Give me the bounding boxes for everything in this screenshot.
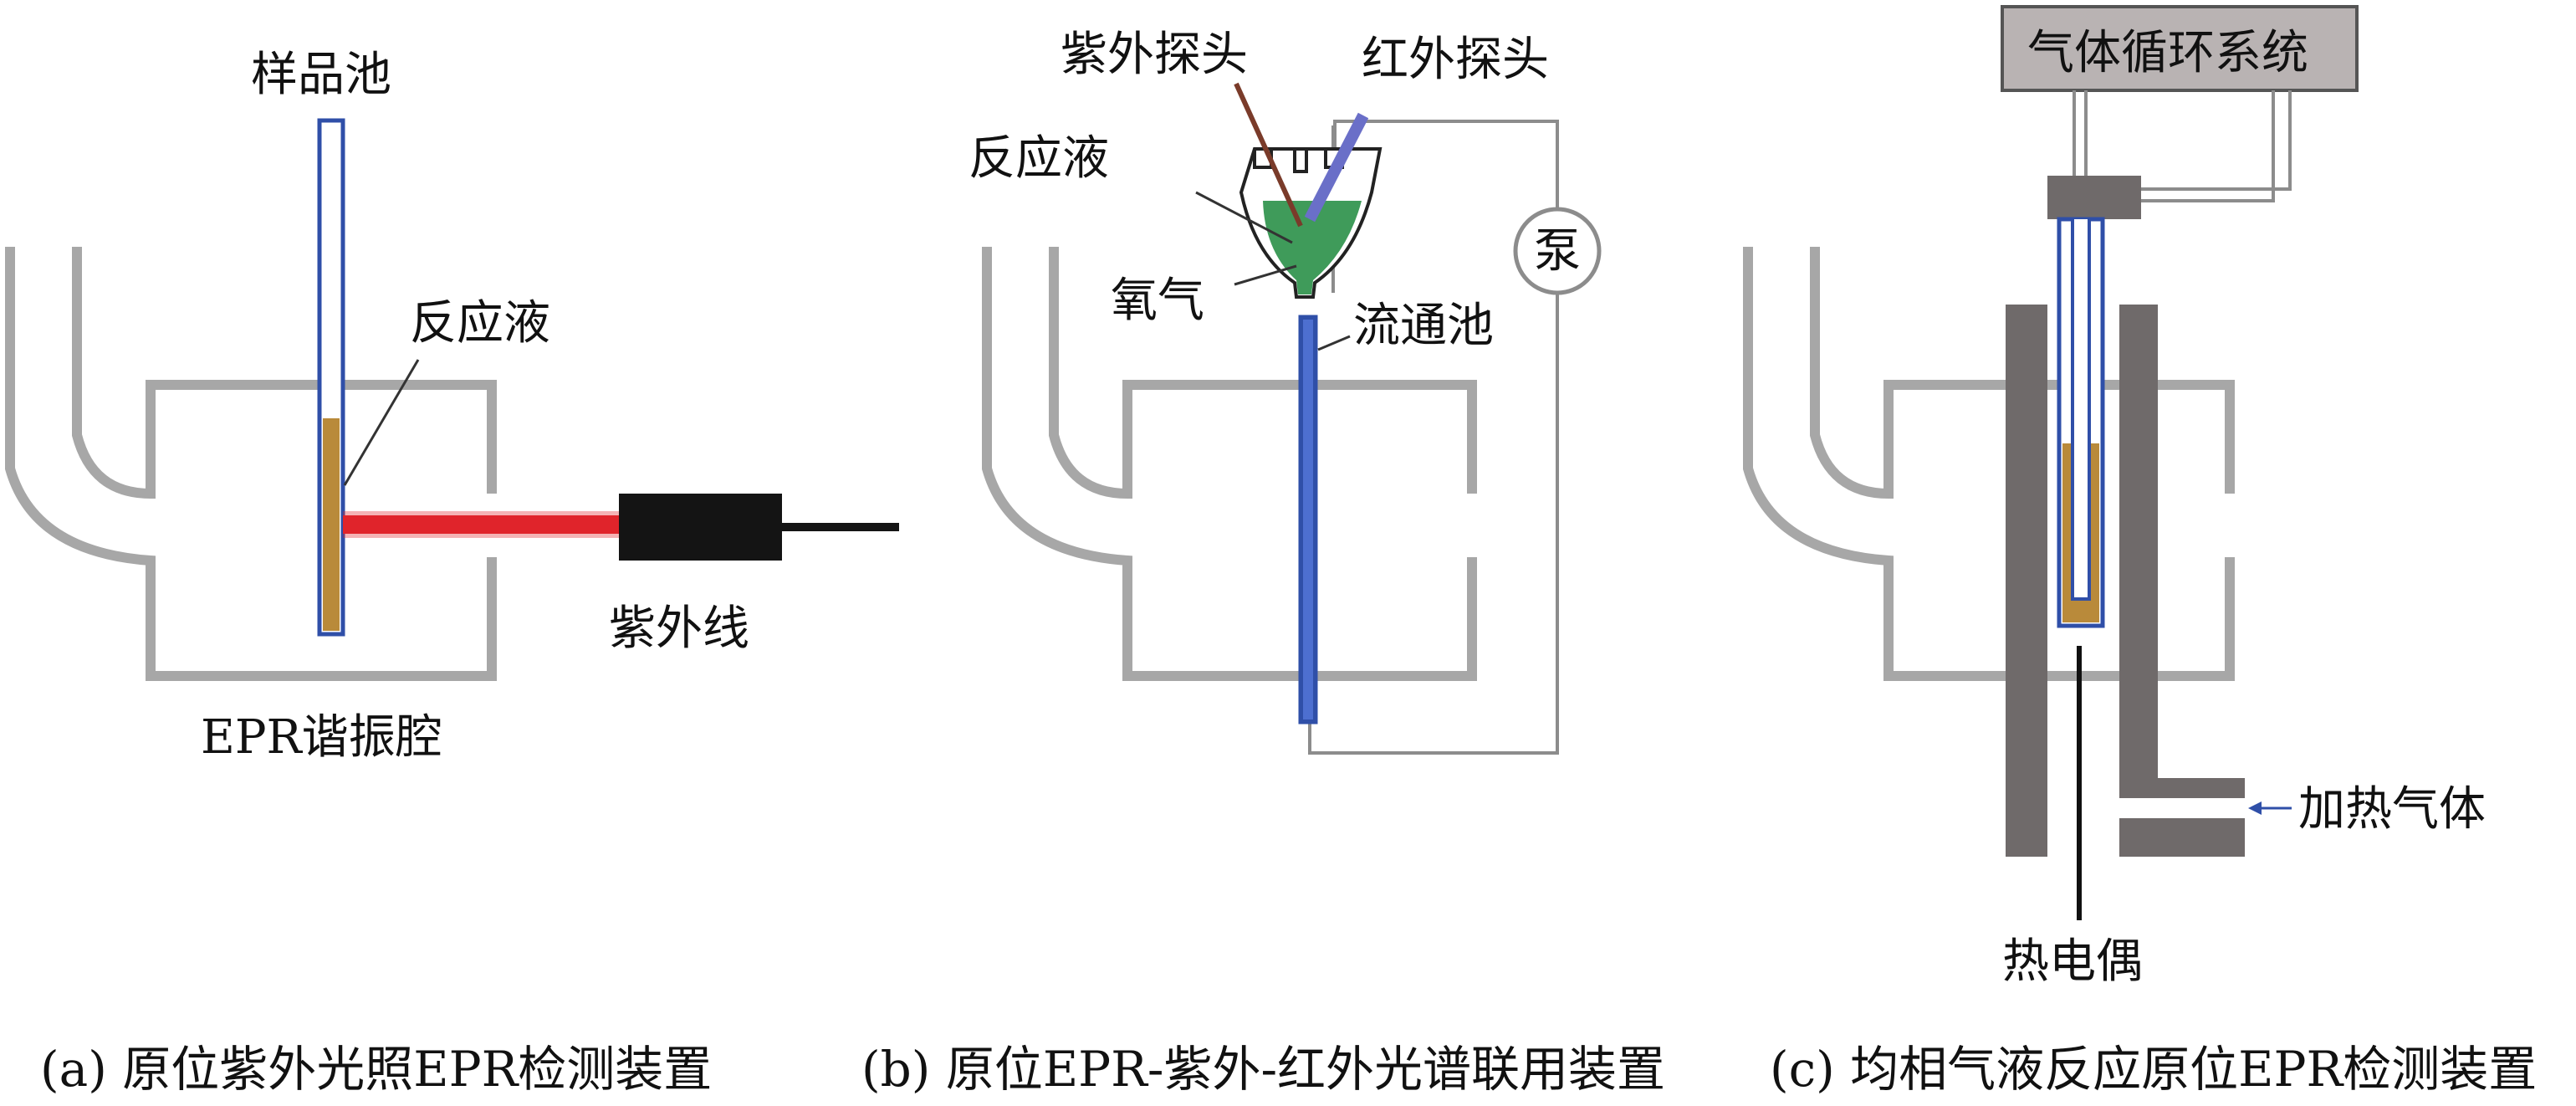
heating-jacket-left <box>2006 305 2047 857</box>
uv-lamp-cable <box>782 523 899 531</box>
uv-beam <box>343 515 631 534</box>
pump <box>1513 207 1602 295</box>
flow-cell-inner <box>1303 320 1313 719</box>
gas-line-right-2 <box>2141 90 2292 191</box>
leader-reaction-liquid-b <box>1195 191 1293 244</box>
label-gas-system: 气体循环系统 <box>2027 26 2308 80</box>
heating-gas-arrowhead <box>2248 801 2262 815</box>
label-reaction-liquid-a: 反应液 <box>410 296 550 351</box>
label-thermocouple: 热电偶 <box>2002 934 2143 989</box>
label-ir-probe: 红外探头 <box>1362 33 1549 87</box>
panel-c: 气体循环系统 加热气体 热电偶 <box>1743 5 2486 989</box>
heating-jacket-lower-arm <box>2119 818 2245 857</box>
cavity-arm-outer <box>5 247 497 681</box>
label-sample-cell: 样品池 <box>251 48 391 102</box>
uv-beam-glow <box>343 511 631 538</box>
label-reaction-liquid-b: 反应液 <box>969 131 1109 186</box>
leader-flow-cell <box>1317 335 1351 351</box>
label-uv-probe: 紫外探头 <box>1061 28 1248 82</box>
label-uv-light: 紫外线 <box>609 602 749 656</box>
uv-lamp <box>619 494 782 561</box>
label-epr-cavity: EPR谐振腔 <box>201 710 442 765</box>
panel-a: 样品池 反应液 紫外线 EPR谐振腔 <box>5 48 899 765</box>
leader-reaction-liquid-a <box>343 359 420 486</box>
label-pump: 泵 <box>1534 224 1581 279</box>
panel-b: 紫外探头 红外探头 反应液 泵 氧气 流通池 <box>969 28 1602 755</box>
cavity-arm-outer-b <box>982 247 1477 681</box>
connector-block <box>2047 176 2141 219</box>
caption-c: (c) 均相气液反应原位EPR检测装置 <box>1770 1041 2537 1098</box>
caption-b: (b) 原位EPR-紫外-红外光谱联用装置 <box>861 1041 1665 1098</box>
caption-a: (a) 原位紫外光照EPR检测装置 <box>40 1041 712 1098</box>
cavity-arm-inner-c <box>1810 247 2235 499</box>
cavity-arm-inner <box>72 247 497 499</box>
inner-capillary <box>2071 219 2091 601</box>
label-heating-gas: 加热气体 <box>2298 782 2486 837</box>
uv-probe <box>1234 82 1303 228</box>
ir-probe <box>1304 112 1369 223</box>
reaction-liquid-b <box>1263 201 1362 294</box>
gas-system-box <box>2001 5 2359 92</box>
cavity-arm-inner-b <box>1049 247 1477 499</box>
reaction-liquid-a <box>323 418 340 631</box>
cavity-arm-outer-c <box>1743 247 2235 681</box>
label-oxygen: 氧气 <box>1111 274 1204 328</box>
gas-line-right <box>2141 90 2275 202</box>
label-flow-cell: 流通池 <box>1353 299 1494 353</box>
leader-oxygen <box>1234 264 1297 286</box>
heating-jacket-right <box>2119 305 2158 798</box>
heating-jacket-right-arm <box>2119 778 2245 798</box>
